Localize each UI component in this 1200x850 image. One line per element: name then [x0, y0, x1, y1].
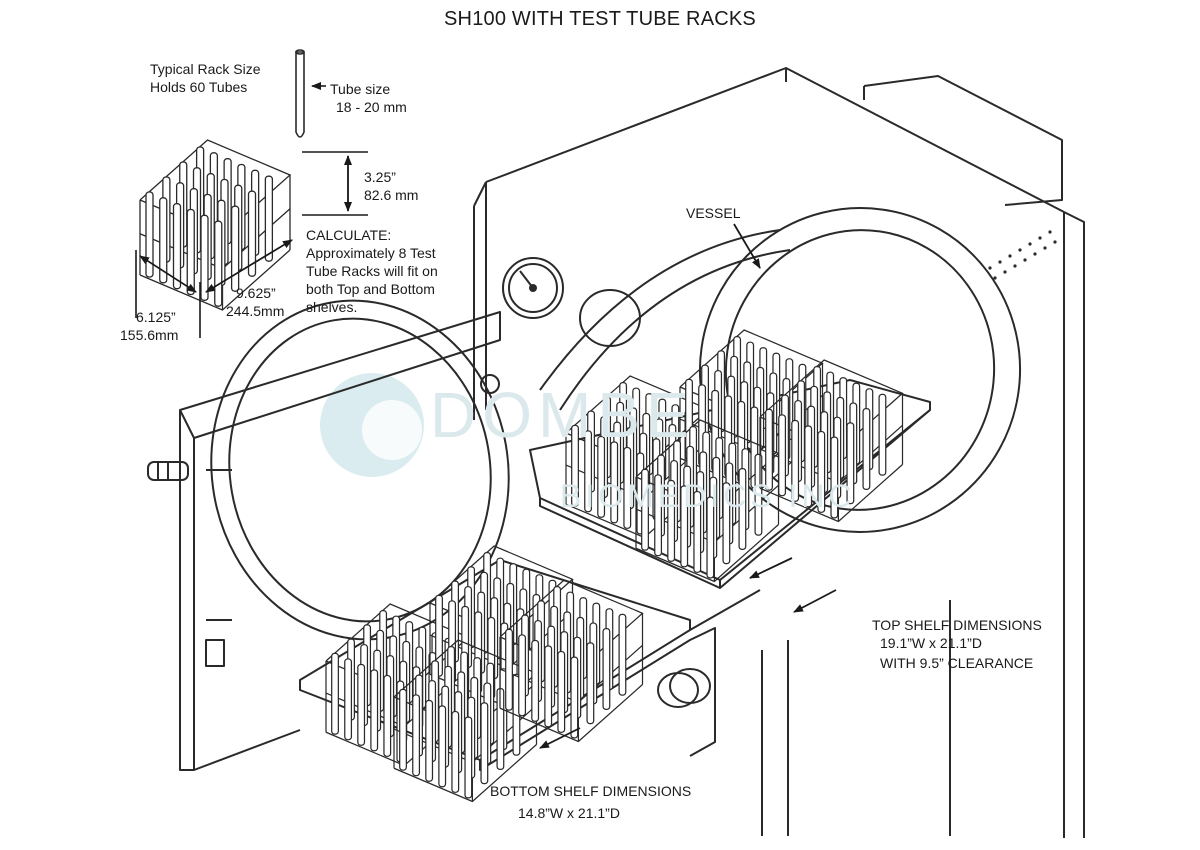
- vessel-label: VESSEL: [686, 205, 741, 221]
- test-tube-rack: [499, 579, 644, 743]
- tube-racks: [139, 139, 904, 803]
- calculate-line-3: both Top and Bottom: [306, 281, 435, 297]
- rack-size-label: Typical Rack Size: [150, 61, 261, 77]
- dimension-lines: [135, 82, 368, 338]
- top-shelf-clearance: WITH 9.5” CLEARANCE: [880, 655, 1034, 671]
- test-tube-rack: [393, 639, 538, 803]
- vent-holes: [988, 230, 1057, 280]
- tube-icon: [295, 49, 305, 138]
- rack-width-in: 9.625”: [236, 285, 276, 301]
- watermark-brand: DOMBE: [430, 379, 695, 451]
- bottom-shelf-heading: BOTTOM SHELF DIMENSIONS: [490, 783, 692, 799]
- calculate-line-1: Approximately 8 Test: [306, 245, 436, 261]
- page-title: SH100 WITH TEST TUBE RACKS: [444, 8, 756, 30]
- calculate-line-2: Tube Racks will fit on: [306, 263, 438, 279]
- rack-depth-mm: 155.6mm: [120, 327, 179, 343]
- top-shelf: [529, 379, 931, 589]
- top-shelf-heading: TOP SHELF DIMENSIONS: [872, 617, 1042, 633]
- tube-size-value: 18 - 20 mm: [336, 99, 407, 115]
- rack-depth-in: 6.125”: [136, 309, 176, 325]
- test-tube-rack: [759, 359, 904, 523]
- watermark-sub: BIOMEDICS INC: [560, 478, 856, 514]
- rack-height-in: 3.25”: [364, 169, 396, 185]
- pointer-arrows: [539, 223, 837, 749]
- tube-size-label: Tube size: [330, 81, 391, 97]
- rack-width-mm: 244.5mm: [226, 303, 285, 319]
- autoclave-body: [473, 67, 1085, 838]
- rack-holds-label: Holds 60 Tubes: [150, 79, 248, 95]
- calculate-line-4: shelves.: [306, 299, 358, 315]
- watermark-logo: [320, 373, 424, 477]
- top-shelf-size: 19.1”W x 21.1”D: [880, 635, 982, 651]
- calculate-heading: CALCULATE:: [306, 227, 392, 243]
- rack-height-mm: 82.6 mm: [364, 187, 419, 203]
- bottom-shelf-size: 14.8”W x 21.1”D: [518, 805, 620, 821]
